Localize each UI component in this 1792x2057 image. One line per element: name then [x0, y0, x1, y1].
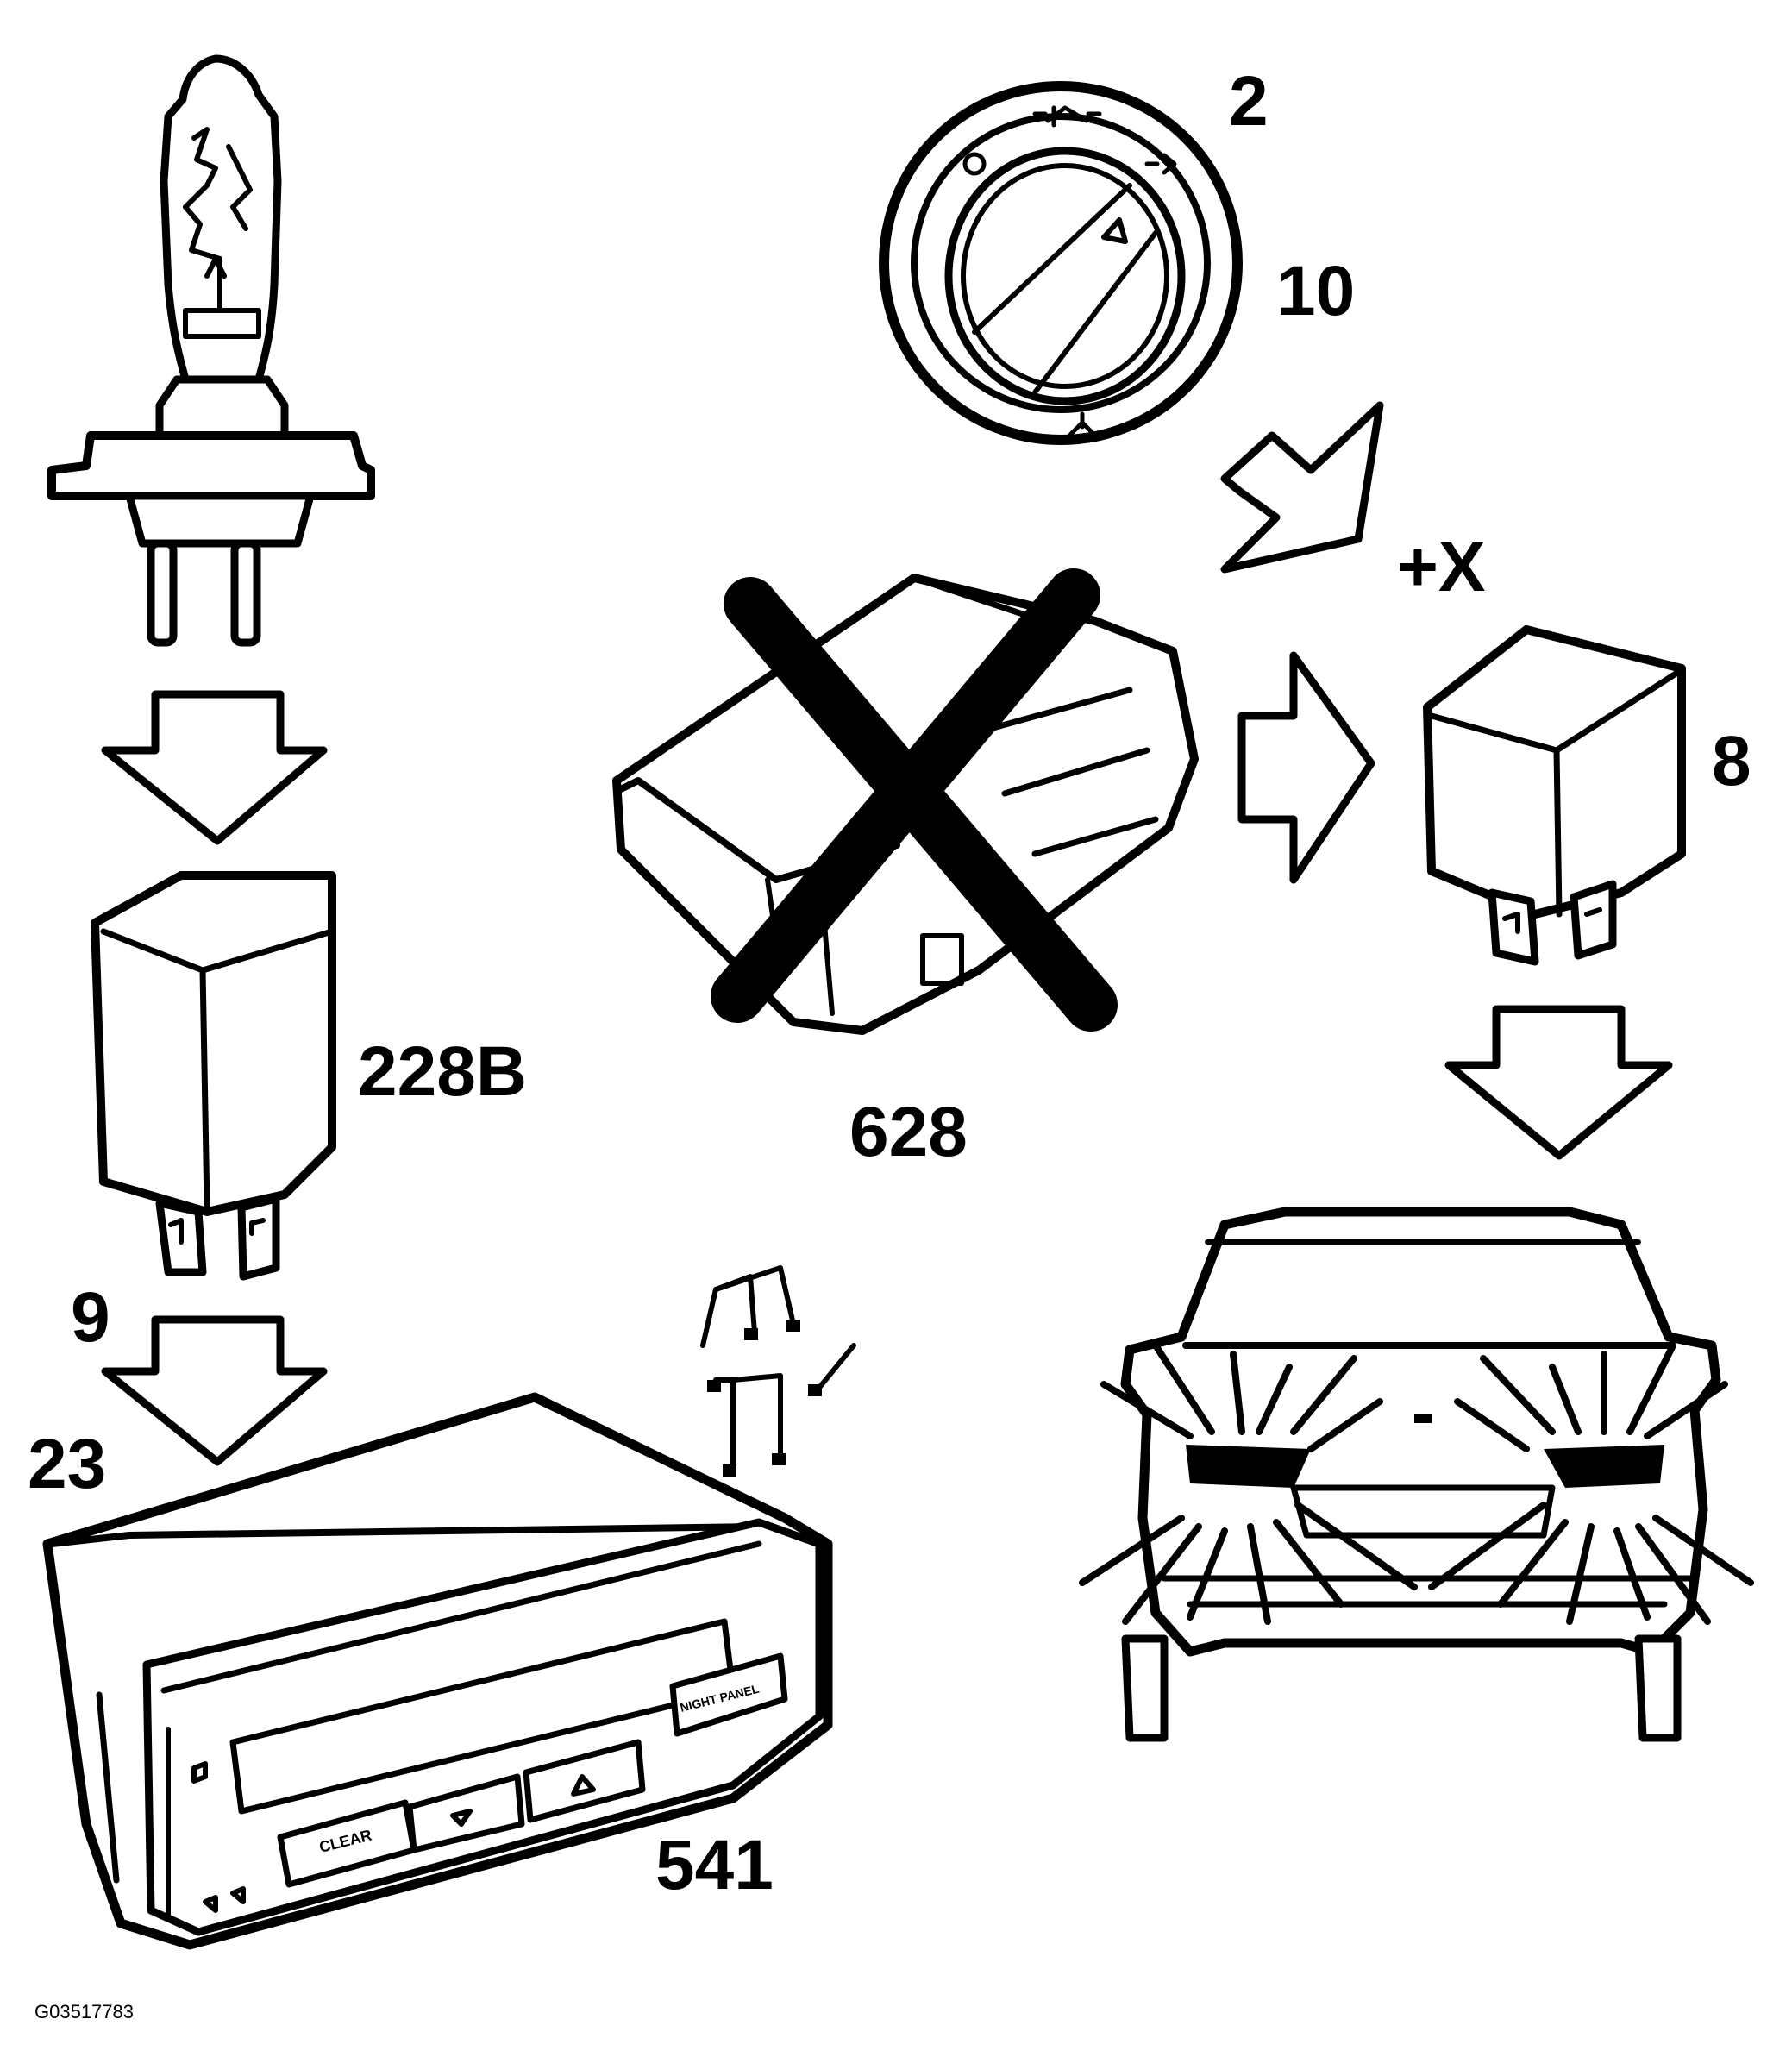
car-front-icon: [1120, 1207, 1721, 1742]
label-228b: 228B: [358, 1032, 527, 1111]
figure-code: G03517783: [34, 2001, 134, 2023]
display-unit-icon: [42, 1392, 833, 1950]
label-8: 8: [1712, 722, 1751, 800]
light-switch-dial-icon: [879, 81, 1243, 445]
label-23: 23: [28, 1425, 106, 1503]
relay-228b-icon: [91, 871, 336, 1281]
down-arrow-icon: [1444, 1005, 1673, 1160]
cross-mark-icon: [711, 568, 1118, 1032]
relay-8-icon: [1423, 625, 1686, 966]
halogen-bulb-icon: [47, 54, 375, 647]
down-arrow-icon: [101, 690, 328, 845]
right-arrow-icon: [1237, 651, 1375, 884]
label-541: 541: [655, 1826, 774, 1904]
curved-arrow-icon: [1220, 401, 1384, 574]
label-plus-x: +X: [1397, 528, 1486, 606]
label-9: 9: [71, 1278, 110, 1357]
music-notes-icon: [700, 1265, 856, 1477]
down-arrow-icon: [101, 1315, 328, 1466]
headlight-beams-icon: [1079, 1342, 1754, 1625]
label-2: 2: [1229, 62, 1269, 141]
label-10: 10: [1276, 252, 1355, 330]
label-628: 628: [849, 1093, 968, 1171]
